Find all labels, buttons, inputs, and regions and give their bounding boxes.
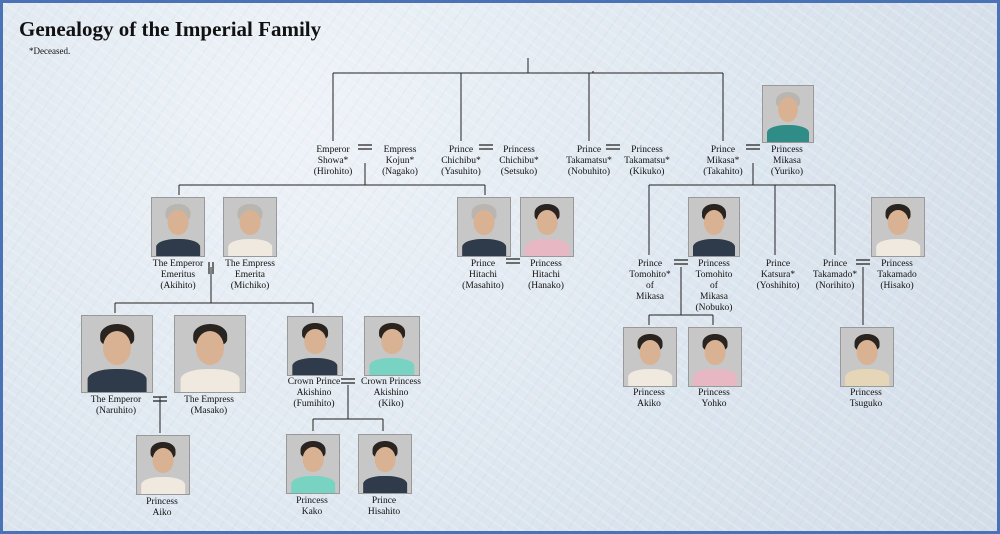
marriage-mark-hitachi [506,258,520,264]
photo-tsuguko [840,327,894,387]
photo-mikasa-yuriko [762,85,814,143]
tomohito-children-line [648,267,714,325]
fumihito-children-line [312,385,384,431]
photo-aiko [136,435,190,495]
photo-masako [174,315,246,393]
marriage-mark-chichibu [479,144,493,150]
akihito-children-line [114,267,314,313]
marriage-mark-showa [358,144,372,150]
photo-fumihito [287,316,343,376]
photo-hitachi [457,197,511,257]
marriage-mark-mikasa [746,144,760,150]
deceased-note: *Deceased. [29,46,71,56]
photo-takamado-hisako [871,197,925,257]
marriage-mark-naruhito [153,396,167,402]
marriage-mark-fumihito [341,378,355,384]
showa-children-line [178,163,486,195]
photo-kiko [364,316,420,376]
photo-michiko [223,197,277,257]
photo-akihito [151,197,205,257]
photo-yohko [688,327,742,387]
photo-hitachi-hanako [520,197,574,257]
family-tree-lines [114,58,870,433]
marriage-mark-takamado [856,259,870,265]
photo-tomohito-nobuko [688,197,740,257]
marriage-mark-takamatsu [606,144,620,150]
chart-title: Genealogy of the Imperial Family [19,17,322,41]
marriage-mark-akihito [208,262,214,274]
label-masako: The Empress(Masako) [184,395,234,416]
mikasa-children-line [648,163,836,255]
top-parent-bar [332,71,724,141]
label-naruhito: The Emperor(Naruhito) [90,395,142,416]
photo-kako [286,434,340,494]
photo-hisahito [358,434,412,494]
photo-akiko [623,327,677,387]
marriage-mark-tomohito [674,259,688,265]
photo-naruhito [81,315,153,393]
